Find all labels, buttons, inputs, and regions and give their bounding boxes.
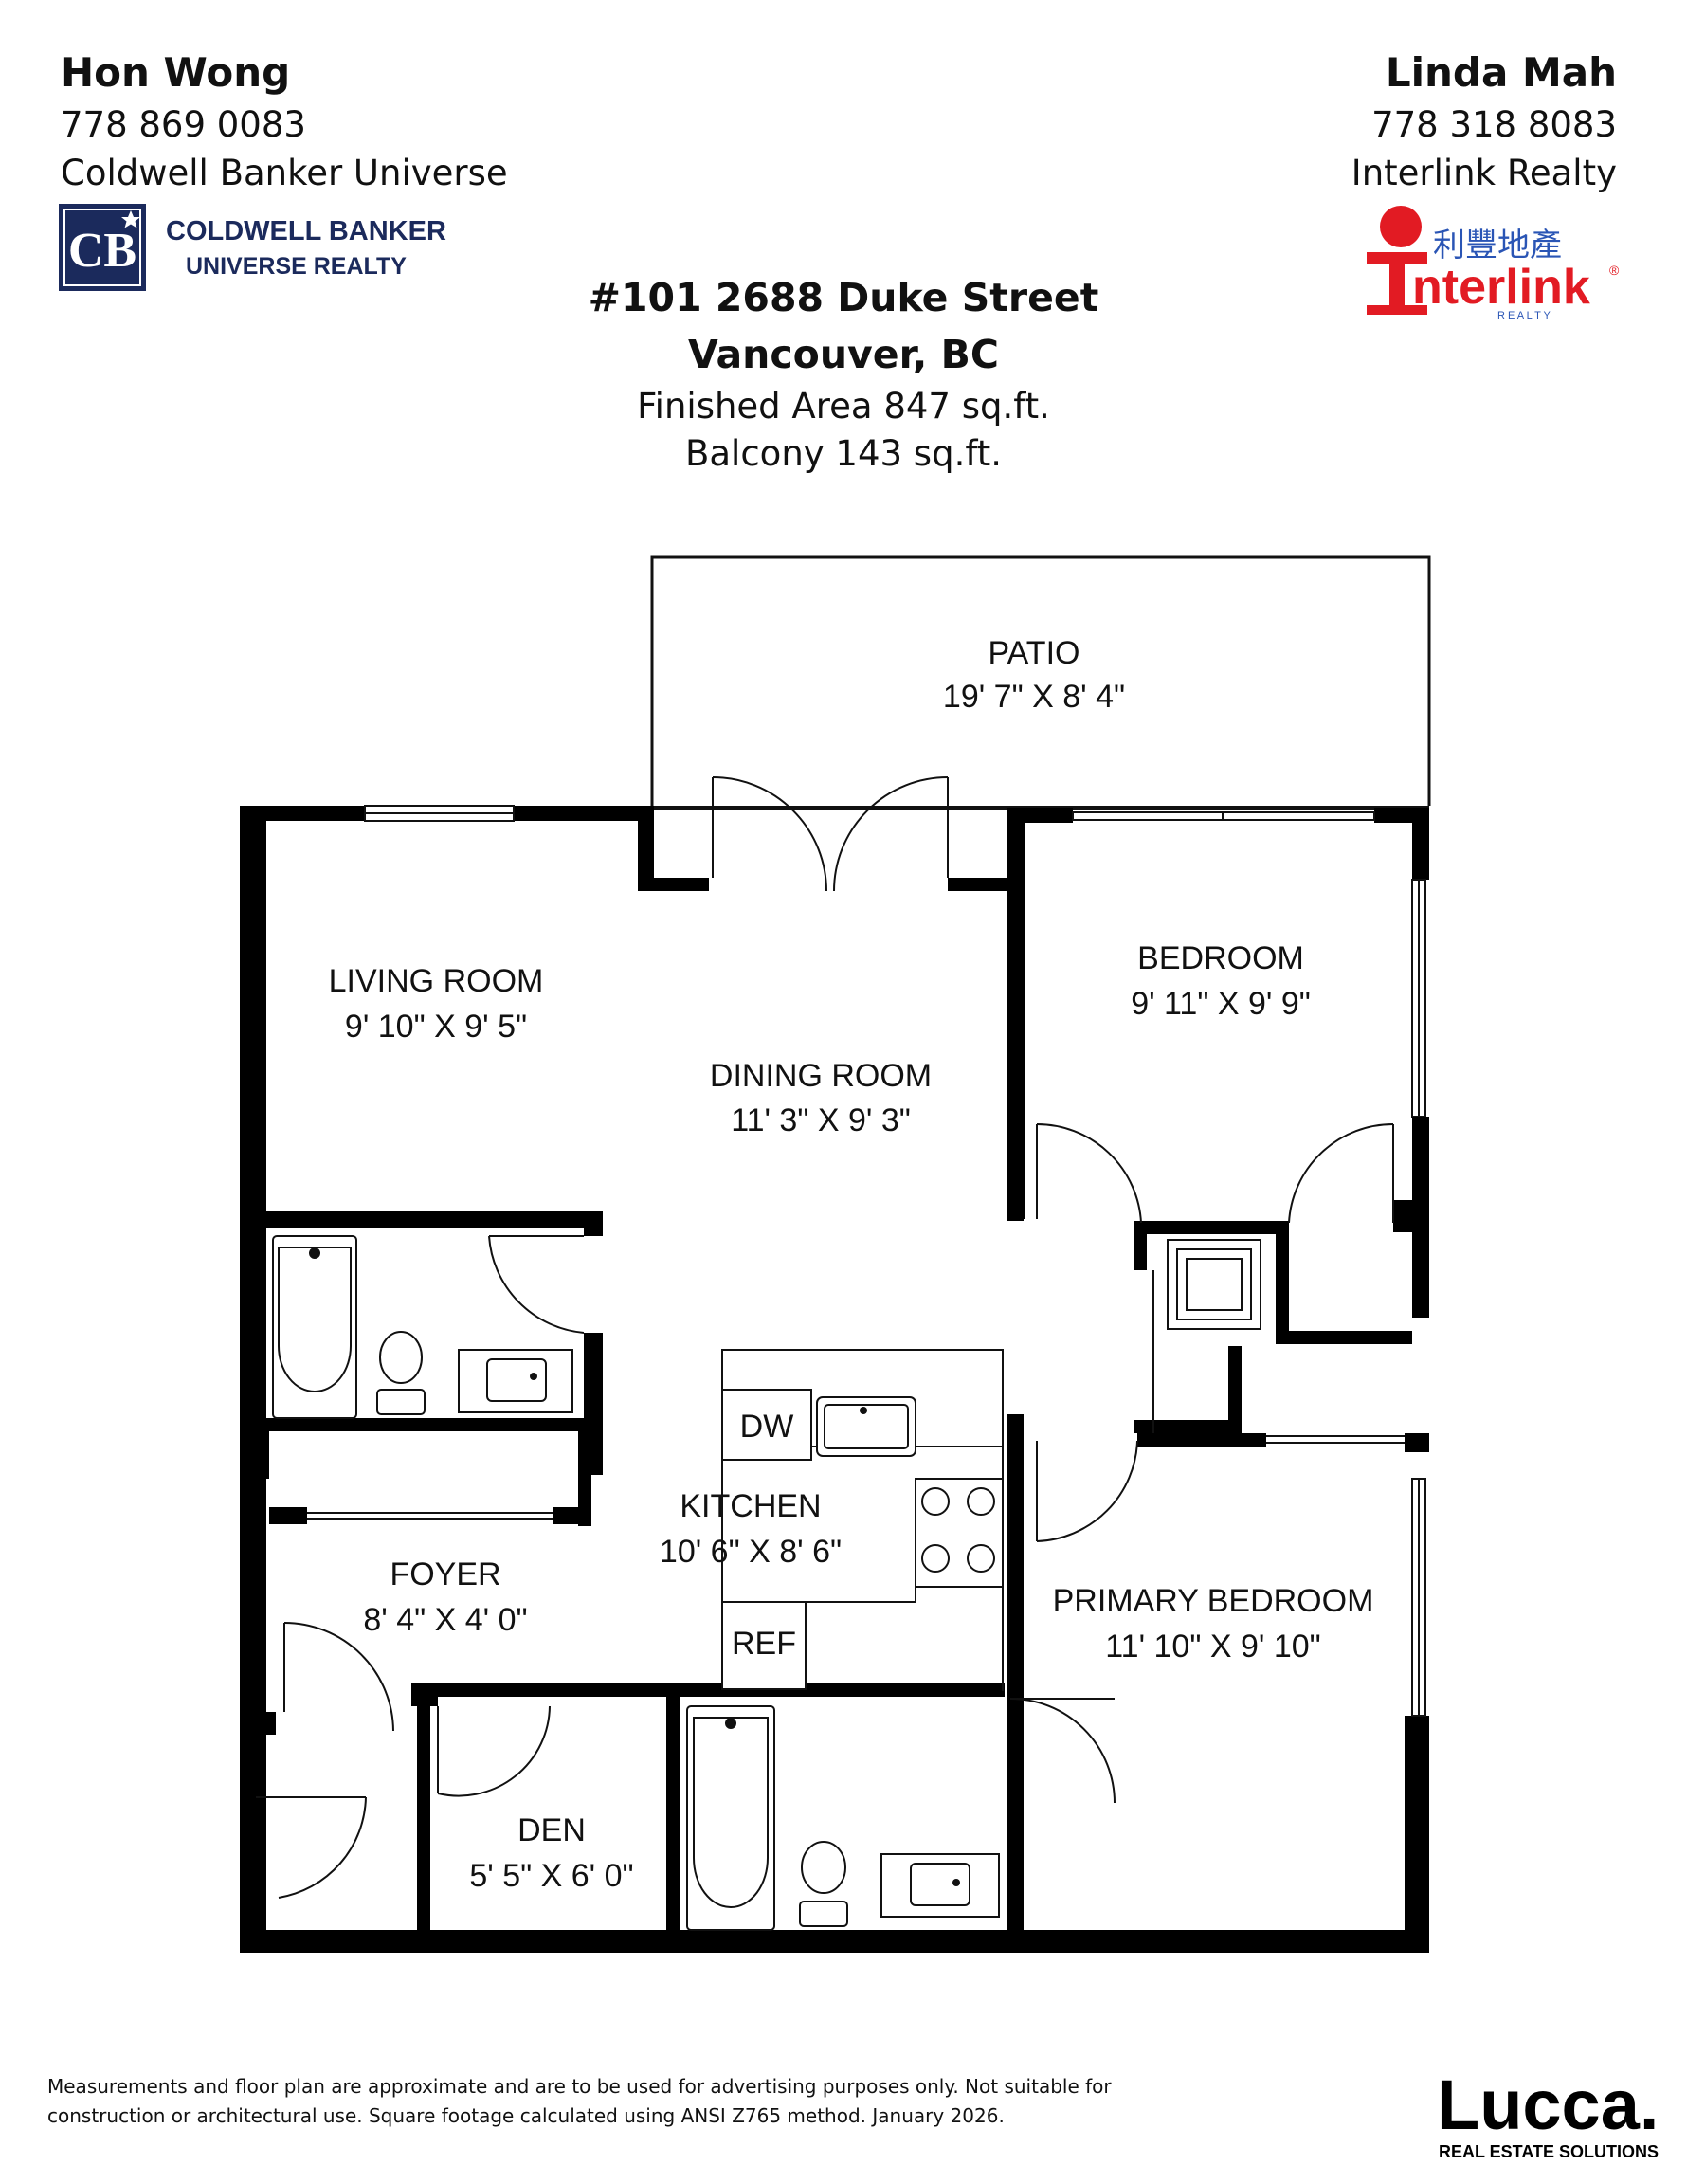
disclaimer-line-2: construction or architectural use. Squar…	[47, 2104, 1005, 2127]
disclaimer: Measurements and floor plan are approxim…	[47, 2072, 1112, 2131]
agent-phone: 778 869 0083	[61, 104, 306, 145]
interlink-dot-icon	[1380, 206, 1422, 247]
patio-dims: 19' 7" X 8' 4"	[943, 679, 1125, 715]
agent-right: Linda Mah 778 318 8083 Interlink Realty	[1351, 46, 1617, 197]
dining-room-dims: 11' 3" X 9' 3"	[731, 1102, 911, 1138]
interlink-sub: R E A L T Y	[1497, 310, 1551, 321]
disclaimer-line-1: Measurements and floor plan are approxim…	[47, 2075, 1112, 2098]
agent-company: Coldwell Banker Universe	[61, 153, 508, 193]
coldwell-banker-logo: CB COLDWELL BANKER UNIVERSE REALTY	[59, 204, 446, 291]
foyer-name: FOYER	[390, 1556, 500, 1592]
agent-phone: 778 318 8083	[1371, 104, 1617, 145]
agent-company: Interlink Realty	[1351, 153, 1617, 193]
fixtures	[272, 1235, 1261, 1931]
bedroom-dims: 9' 11" X 9' 9"	[1131, 986, 1311, 1022]
den-dims: 5' 5" X 6' 0"	[469, 1858, 633, 1894]
balcony-area: Balcony 143 sq.ft.	[685, 433, 1002, 474]
agent-name: Hon Wong	[61, 49, 291, 96]
bedroom-name: BEDROOM	[1137, 940, 1304, 976]
coldwell-line1: COLDWELL BANKER	[166, 216, 446, 246]
kitchen-dims: 10' 6" X 8' 6"	[660, 1534, 842, 1570]
dining-room-name: DINING ROOM	[710, 1058, 932, 1094]
coldwell-line2: UNIVERSE REALTY	[186, 253, 407, 280]
dishwasher-label: DW	[740, 1409, 794, 1445]
den-name: DEN	[517, 1812, 586, 1848]
interlink-logo: 利豐地產 nterlink ® R E A L T Y	[1367, 206, 1620, 321]
interlink-brand: nterlink	[1412, 260, 1590, 315]
lucca-tagline: REAL ESTATE SOLUTIONS	[1439, 2142, 1659, 2161]
lucca-logo: Lucca. REAL ESTATE SOLUTIONS	[1437, 2066, 1659, 2161]
primary-bedroom-dims: 11' 10" X 9' 10"	[1105, 1629, 1320, 1665]
interlink-chinese: 利豐地產	[1433, 227, 1562, 264]
listing-address: #101 2688 Duke Street	[588, 275, 1099, 320]
fridge-label: REF	[732, 1626, 796, 1662]
listing-header: #101 2688 Duke Street Vancouver, BC Fini…	[0, 269, 1687, 478]
patio-name: PATIO	[989, 635, 1080, 671]
finished-area: Finished Area 847 sq.ft.	[637, 386, 1050, 427]
foyer-dims: 8' 4" X 4' 0"	[363, 1602, 527, 1638]
agent-left: Hon Wong 778 869 0083 Coldwell Banker Un…	[61, 46, 508, 197]
primary-bedroom-name: PRIMARY BEDROOM	[1053, 1583, 1374, 1619]
registered-mark: ®	[1609, 263, 1620, 278]
lucca-brand: Lucca.	[1437, 2066, 1659, 2144]
coldwell-mark: CB	[68, 224, 136, 278]
agent-name: Linda Mah	[1385, 49, 1617, 96]
kitchen-name: KITCHEN	[680, 1488, 821, 1524]
living-room-dims: 9' 10" X 9' 5"	[345, 1009, 527, 1045]
living-room-name: LIVING ROOM	[329, 963, 544, 999]
listing-city: Vancouver, BC	[688, 332, 999, 377]
star-icon	[121, 210, 140, 228]
